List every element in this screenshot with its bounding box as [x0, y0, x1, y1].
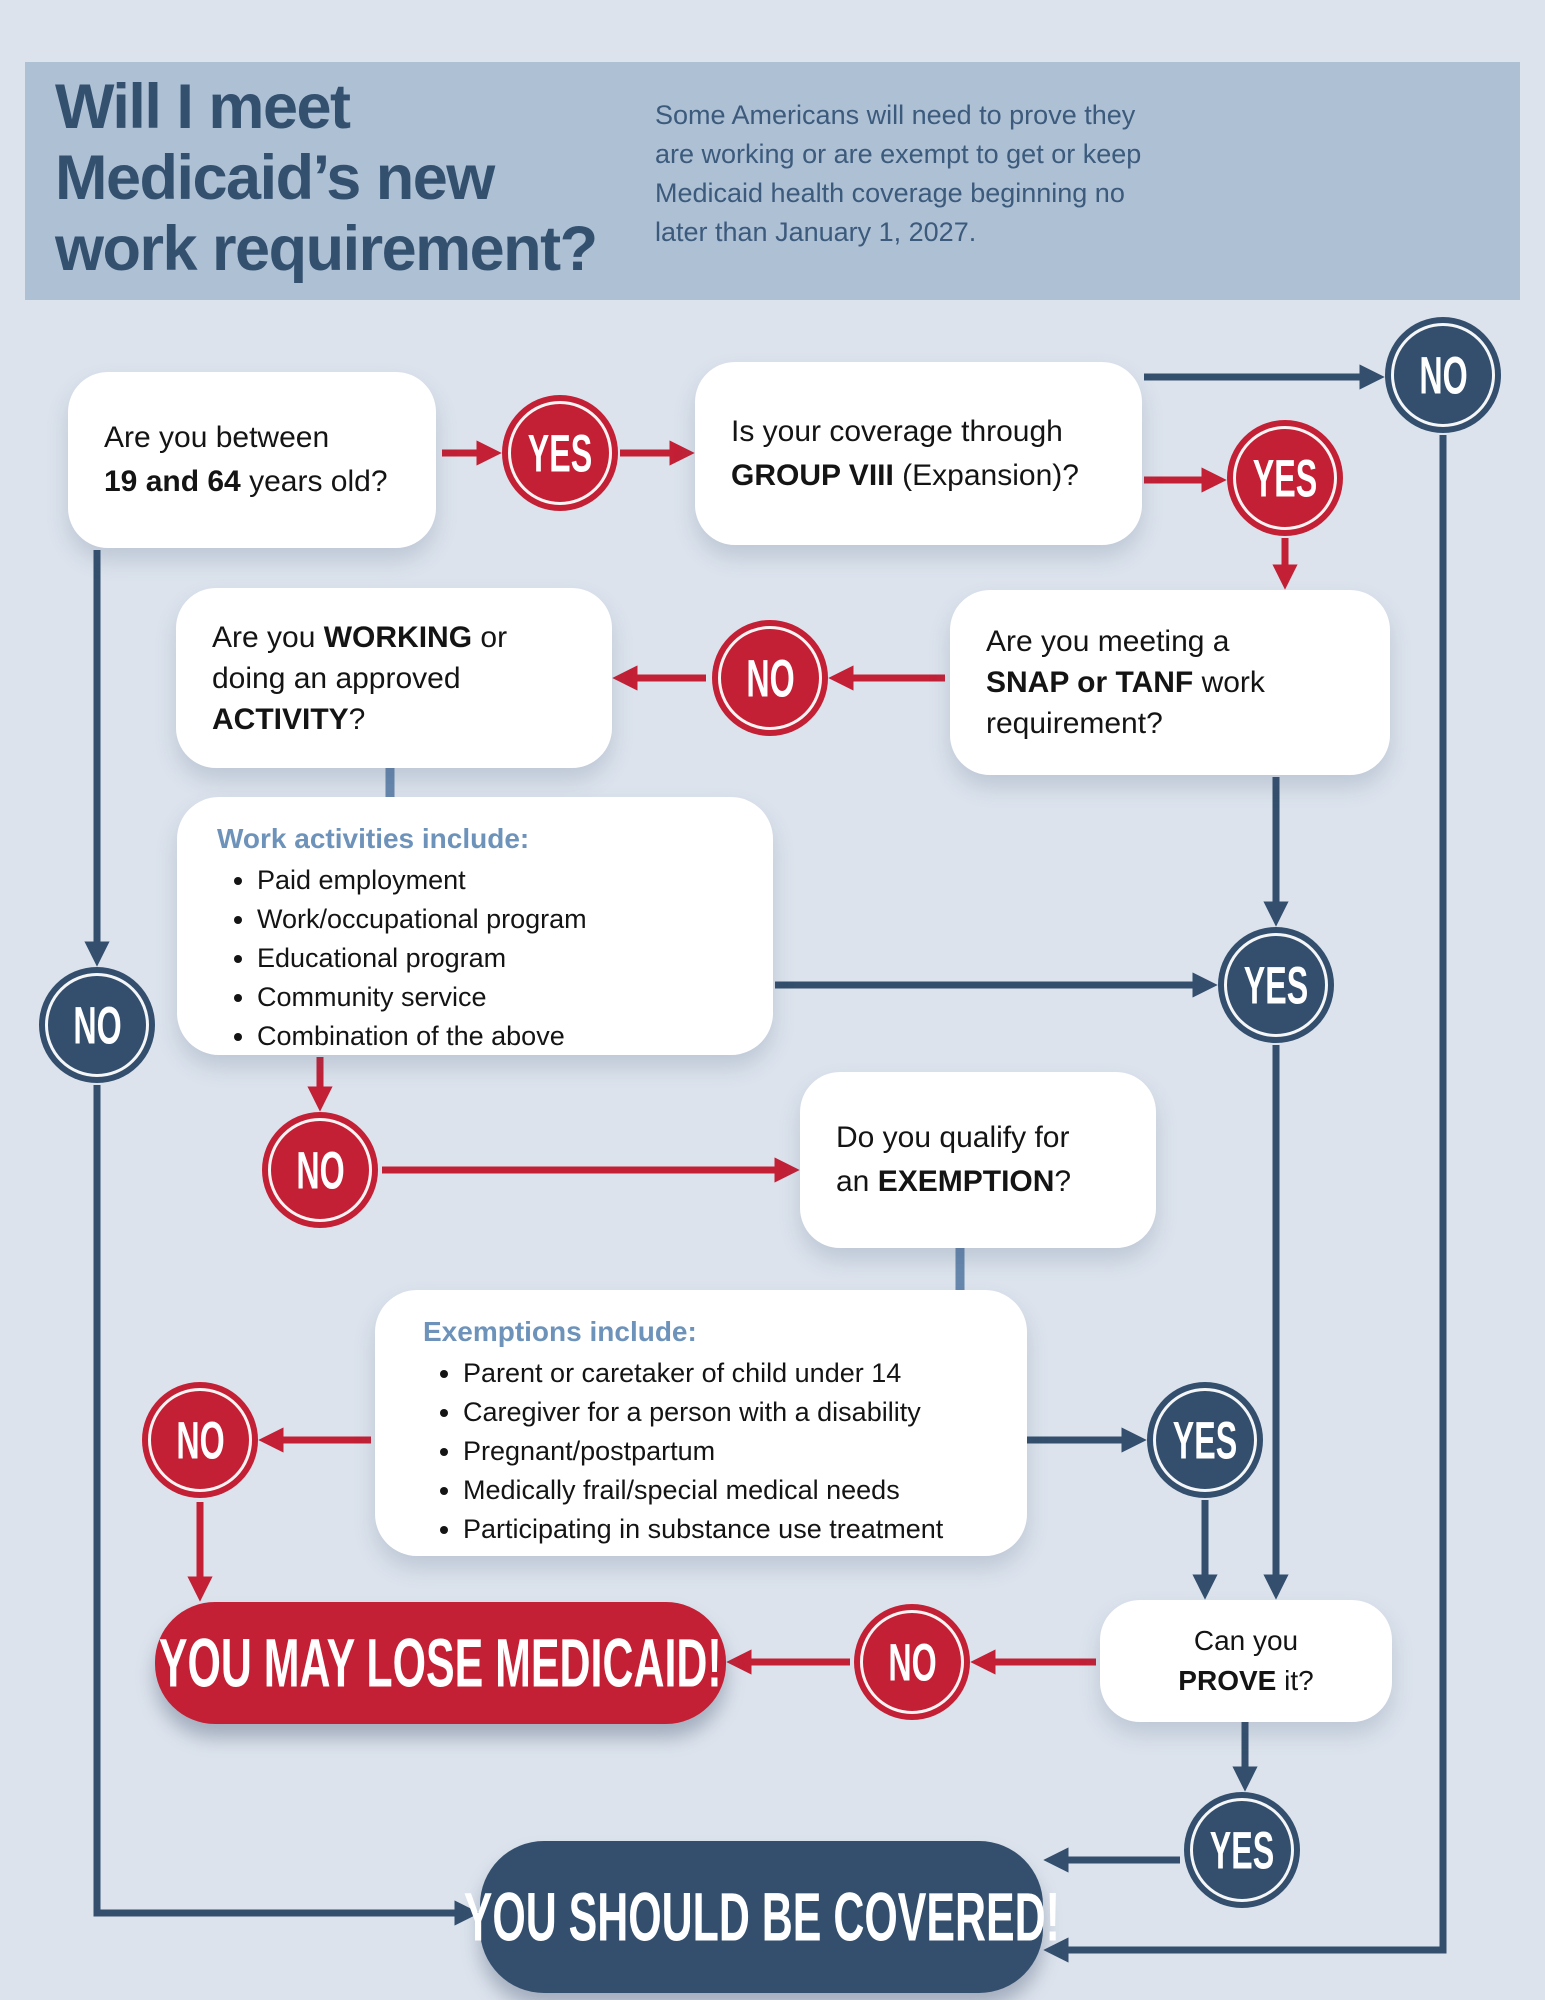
no-circle-group8: NO [1385, 317, 1501, 433]
question-text: ACTIVITY? [212, 702, 366, 736]
question-box-prove: Can you PROVE it? [1100, 1600, 1392, 1722]
outcome-covered-text: YOU SHOULD BE COVERED! [463, 1878, 1060, 1956]
page-title: Will I meet Medicaid’s new work requirem… [55, 72, 598, 285]
title-line: Medicaid’s new [55, 143, 495, 213]
question-text: GROUP VIII (Expansion)? [731, 458, 1079, 492]
list-item: Pregnant/postpartum [463, 1432, 997, 1471]
work-activities-list: Paid employment Work/occupational progra… [217, 861, 743, 1056]
title-line: work requirement? [55, 214, 598, 284]
yes-circle-prove: YES [1184, 1792, 1300, 1908]
question-text: Do you qualify for [836, 1121, 1070, 1154]
question-text: 19 and 64 years old? [104, 465, 388, 498]
intro-line: Some Americans will need to prove they [655, 100, 1136, 130]
list-item: Parent or caretaker of child under 14 [463, 1354, 997, 1393]
yes-circle-age: YES [502, 395, 618, 511]
question-text: doing an approved [212, 661, 461, 695]
no-circle-exemption: NO [142, 1382, 258, 1498]
yes-circle-group8: YES [1227, 420, 1343, 536]
question-text: Is your coverage through [731, 414, 1063, 448]
work-activities-title: Work activities include: [217, 823, 530, 854]
list-item: Paid employment [257, 861, 743, 900]
intro-line: Medicaid health coverage beginning no [655, 178, 1125, 208]
intro-line: are working or are exempt to get or keep [655, 139, 1142, 169]
header-band [25, 62, 1520, 300]
question-box-snap: Are you meeting a SNAP or TANF work requ… [950, 590, 1390, 775]
question-text: PROVE it? [1178, 1665, 1314, 1696]
outcome-should-be-covered: YOU SHOULD BE COVERED! [463, 1841, 1060, 1993]
no-circle-prove: NO [854, 1604, 970, 1720]
question-box-working: Are you WORKING or doing an approved ACT… [176, 588, 612, 768]
question-text: an EXEMPTION? [836, 1165, 1072, 1198]
question-text: Are you between [104, 421, 330, 454]
exemptions-list: Parent or caretaker of child under 14 Ca… [423, 1354, 997, 1549]
arrow-no-longpath-left-to-covered [93, 1085, 480, 1926]
list-item: Work/occupational program [257, 900, 743, 939]
list-item: Educational program [257, 939, 743, 978]
question-text: Are you WORKING or [212, 620, 508, 654]
question-box-age: Are you between 19 and 64 years old? [68, 372, 436, 548]
no-circle-snap: NO [712, 620, 828, 736]
title-line: Will I meet [55, 72, 351, 142]
outcome-lose-text: YOU MAY LOSE MEDICAID! [159, 1624, 722, 1702]
exemptions-title: Exemptions include: [423, 1316, 697, 1347]
list-item: Participating in substance use treatment [463, 1510, 997, 1549]
yes-circle-snap: YES [1218, 927, 1334, 1043]
list-item: Combination of the above [257, 1017, 743, 1056]
question-box-exemption: Do you qualify for an EXEMPTION? [800, 1072, 1156, 1248]
question-box-group8: Is your coverage through GROUP VIII (Exp… [695, 362, 1142, 545]
question-text: Are you meeting a [986, 625, 1230, 658]
list-item: Caregiver for a person with a disability [463, 1393, 997, 1432]
list-item: Medically frail/special medical needs [463, 1471, 997, 1510]
no-circle-age: NO [39, 967, 155, 1083]
intro-line: later than January 1, 2027. [655, 217, 977, 247]
question-text: requirement? [986, 707, 1163, 740]
question-text: SNAP or TANF work [986, 666, 1265, 699]
intro-text: Some Americans will need to prove they a… [655, 96, 1141, 252]
work-activities-box: Work activities include: Paid employment… [177, 797, 773, 1055]
arrow-no-longpath-to-covered [1043, 435, 1447, 1963]
question-text: Can you [1193, 1625, 1299, 1656]
outcome-lose-medicaid: YOU MAY LOSE MEDICAID! [155, 1602, 726, 1724]
list-item: Community service [257, 978, 743, 1017]
exemptions-box: Exemptions include: Parent or caretaker … [375, 1290, 1027, 1556]
yes-circle-exemption: YES [1147, 1382, 1263, 1498]
no-circle-activity: NO [262, 1112, 378, 1228]
